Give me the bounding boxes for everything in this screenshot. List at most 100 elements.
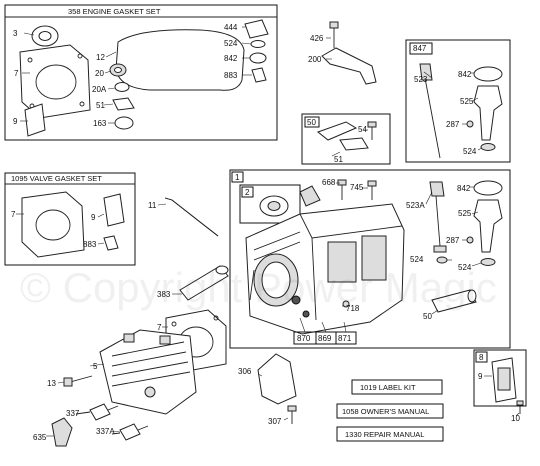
part-label: 426 [310, 34, 324, 43]
valve-cover-gasket-illustration [24, 103, 46, 137]
part-label: 306 [238, 367, 252, 376]
valve-gasket-set-panel: 1095 VALVE GASKET SET 7 9 883 [4, 172, 136, 266]
part-label: 50 [423, 312, 432, 321]
blower-housing-shield-illustration [257, 353, 297, 405]
part-label: 163 [93, 119, 107, 128]
label-kit-text: 1019 LABEL KIT [360, 383, 416, 392]
part-label: 525 [460, 97, 474, 106]
part-383-group: 383 [157, 265, 229, 301]
cylinder-head-illustration [99, 329, 197, 415]
spark-plug-337-illustration [75, 403, 119, 421]
dipstick-tube-illustration [473, 85, 503, 141]
owners-manual-box [336, 403, 444, 419]
breather-tube-illustration [316, 121, 358, 141]
part-label: 51 [96, 101, 105, 110]
part-label: 524 [410, 255, 424, 264]
part-label: 287 [446, 120, 460, 129]
part-label: 7 [11, 210, 16, 219]
repair-manual-box [336, 426, 444, 442]
gasket-51-illustration [112, 97, 135, 111]
owners-manual-text: 1058 OWNER'S MANUAL [342, 407, 429, 416]
part-label: 12 [96, 53, 105, 62]
part-label: 842 [457, 184, 471, 193]
part-label: 7 [14, 69, 19, 78]
engine-gasket-set-title: 358 ENGINE GASKET SET [68, 7, 161, 16]
spark-plug-boot-illustration [51, 417, 73, 447]
cylinder-head-gasket-illustration [19, 44, 91, 119]
part-label: 842 [458, 70, 472, 79]
part-label: 7 [157, 323, 162, 332]
seal-20-illustration [109, 63, 127, 77]
part-label: 635 [33, 433, 47, 442]
box-number: 847 [413, 44, 427, 53]
part-383-illustration [179, 265, 229, 301]
o-ring-842-illustration [249, 52, 267, 64]
part-label: 337A [96, 427, 115, 436]
part-label: 523A [406, 201, 425, 210]
breather-tube-illustration [431, 289, 477, 313]
governor-parts-group: 426 200 [308, 21, 377, 85]
part-label: 13 [47, 379, 56, 388]
part-label: 9 [478, 372, 483, 381]
part-label: 524 [224, 39, 238, 48]
o-ring-524-illustration [250, 40, 266, 48]
valve-cover-gasket-illustration [103, 193, 125, 227]
head-bolt-illustration [63, 375, 93, 387]
part-label: 54 [358, 125, 367, 134]
o-ring-842-illustration [473, 66, 503, 82]
part-label: 444 [224, 23, 238, 32]
box-number: 8 [479, 353, 484, 362]
governor-lever-illustration [321, 47, 377, 85]
crankcase-cylinder-block-illustration [245, 185, 405, 335]
part-label: 287 [446, 236, 460, 245]
part-label: 524 [458, 263, 472, 272]
part-label: 51 [334, 155, 343, 164]
part-label: 842 [224, 54, 238, 63]
part-label: 871 [338, 334, 352, 343]
gasket-444-illustration [244, 19, 269, 39]
dipstick-523a-illustration [429, 181, 447, 253]
shield-group: 306 307 [238, 353, 297, 426]
valve-cover-box-8: 8 9 10 [473, 349, 527, 423]
box-number: 2 [245, 188, 250, 197]
part-label: 10 [511, 414, 520, 423]
part-label: 337 [66, 409, 80, 418]
part-label: 20A [92, 85, 107, 94]
part-label: 745 [350, 183, 364, 192]
part-label: 718 [346, 304, 360, 313]
valve-gasket-set-title: 1095 VALVE GASKET SET [11, 174, 102, 183]
part-label: 9 [91, 213, 96, 222]
box-number: 1 [235, 173, 240, 182]
part-label: 668 [322, 178, 336, 187]
label-kit-box [351, 379, 443, 395]
breather-box-50: 50 54 51 [301, 113, 391, 165]
spark-plug-337a-illustration [111, 423, 149, 441]
part-label: 3 [13, 29, 18, 38]
dipstick-box-847: 847 523 842 525 287 524 [405, 39, 511, 163]
part-label: 870 [297, 334, 311, 343]
part-label: 869 [318, 334, 332, 343]
engine-gasket-set-panel: 358 ENGINE GASKET SET [4, 4, 278, 141]
part-label: 11 [148, 201, 157, 210]
part-label: 883 [83, 240, 97, 249]
part-label: 525 [458, 209, 472, 218]
part-label: 524 [463, 147, 477, 156]
seal-20a-illustration [114, 82, 130, 92]
part-label: 5 [93, 362, 98, 371]
part-label: 883 [224, 71, 238, 80]
cylinder-head-group: 5 13 337 337A 635 [33, 329, 197, 447]
part-label: 523 [414, 75, 428, 84]
repair-manual-text: 1330 REPAIR MANUAL [345, 430, 424, 439]
crankcase-box-1: 1 2 [229, 169, 511, 349]
dipstick-tube-illustration [473, 199, 503, 253]
oil-seal-illustration [31, 25, 59, 47]
part-label: 307 [268, 417, 282, 426]
part-label: 200 [308, 55, 322, 64]
part-label: 383 [157, 290, 171, 299]
o-ring-842-illustration [473, 180, 503, 196]
crankcase-gasket-illustration [115, 29, 245, 91]
manuals-group: 1019 LABEL KIT 1058 OWNER'S MANUAL 1330 … [336, 379, 444, 442]
gasket-163-illustration [114, 116, 134, 130]
copyright-watermark: © Copyright Power Magic [20, 264, 497, 311]
